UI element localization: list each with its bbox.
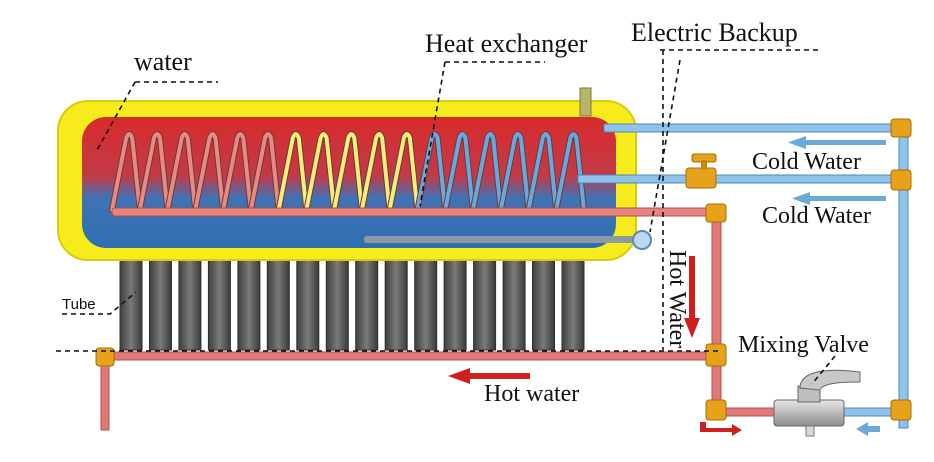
coil-loop [415,132,448,212]
electric-backup-leader [649,49,818,233]
heat-exchanger-leader [419,61,545,207]
hot-outlet-pipe [103,351,717,361]
coil-loop [498,132,531,212]
label-mixing-valve: Mixing Valve [738,332,869,358]
fitting [705,399,727,421]
evacuated-tubes [119,243,585,351]
mixing-valve-body [773,399,845,427]
label-cold-water-1: Cold Water [752,149,861,175]
cold-flow-arrow [788,136,886,149]
coil-loop [110,132,142,212]
label-hot-water-outlet: Hot water [484,381,579,407]
coil-loop [332,132,364,212]
fitting [890,169,912,191]
mixing-valve [773,369,861,437]
valve-stem [701,160,707,170]
coil-loop [554,132,586,212]
heat-exchanger-coil [109,131,587,213]
fitting [890,118,912,138]
label-electric-backup: Electric Backup [631,18,798,47]
vent-pipe [579,87,592,117]
hot-flow-arrow-left [448,368,530,384]
coil-loop [359,132,392,212]
hot-flow-arrow-down [684,256,700,338]
coil-return-pipe [111,207,713,217]
label-tube: Tube [62,296,96,313]
cold-pipe-mid [577,174,901,184]
coil-loop [526,132,559,212]
mixing-valve-lever [799,369,861,391]
coil-loop [304,132,337,212]
mixing-valve-outlet [805,425,815,437]
cold-flow-arrow-out [856,422,880,436]
hot-flow-arrow-out [700,422,742,436]
tube-leader [62,291,137,315]
coil-loop [470,132,503,212]
coil-loop [443,132,475,212]
flow-arrows [448,136,886,436]
cold-inlet-valve [685,167,717,189]
coil-loop [193,132,226,212]
coil-loop [276,132,309,212]
pipe-fittings [95,118,912,421]
coil-loop [137,132,170,212]
fitting [890,399,912,421]
label-hot-water-vertical: Hot Water [664,250,690,348]
fitting [705,343,727,367]
fitting [705,203,727,223]
leader-lines [56,49,836,385]
label-heat-exchanger: Heat exchanger [425,29,588,58]
label-cold-water-2: Cold Water [762,203,871,229]
heater-connector [632,230,652,250]
fitting [95,347,115,367]
water-leader [95,81,218,153]
cold-pipe-top [603,123,901,133]
coil-loop [387,132,420,212]
mixing-valve-leader [811,355,836,385]
heating-rod [364,236,634,243]
coil-loop [248,132,281,212]
coil-loop [221,132,253,212]
coil-loop [165,132,198,212]
labels: water Heat exchanger Electric Backup Col… [62,18,871,407]
electric-backup-element [364,230,652,250]
cold-flow-arrow [792,192,886,205]
label-water: water [134,47,192,76]
hot-riser [711,211,722,413]
